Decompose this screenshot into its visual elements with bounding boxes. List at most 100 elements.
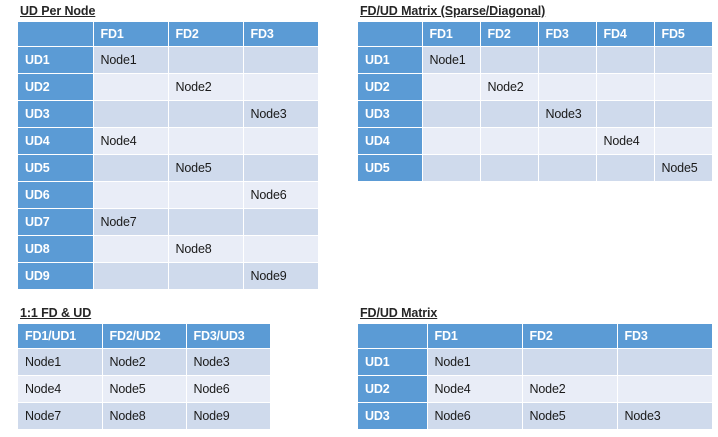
column-header: FD2/UD2 bbox=[102, 324, 187, 349]
table-cell: Node1 bbox=[422, 46, 481, 74]
row-label: UD7 bbox=[18, 208, 94, 236]
column-header: FD3/UD3 bbox=[186, 324, 270, 349]
table-cell bbox=[480, 127, 539, 155]
table-cell: Node5 bbox=[168, 154, 244, 182]
table-cell: Node4 bbox=[427, 375, 523, 403]
row-label: UD3 bbox=[358, 100, 423, 128]
table-cell bbox=[538, 127, 597, 155]
table-cell: Node9 bbox=[186, 402, 270, 429]
table-cell bbox=[617, 348, 712, 376]
table-cell: Node4 bbox=[93, 127, 169, 155]
table-cell: Node5 bbox=[522, 402, 618, 429]
table-row: UD4 Node4 bbox=[358, 127, 712, 155]
table-row: UD6 Node6 bbox=[18, 181, 318, 209]
table-cell bbox=[617, 375, 712, 403]
table-cell: Node6 bbox=[243, 181, 318, 209]
column-header: FD1 bbox=[427, 324, 523, 349]
table-cell bbox=[538, 46, 597, 74]
table-cell bbox=[93, 181, 169, 209]
row-label: UD3 bbox=[18, 100, 94, 128]
panel-title-sparse-matrix: FD/UD Matrix (Sparse/Diagonal) bbox=[360, 4, 546, 18]
table-cell: Node6 bbox=[427, 402, 523, 429]
table-cell bbox=[93, 235, 169, 263]
table-cell: Node5 bbox=[654, 154, 712, 181]
table-cell bbox=[243, 127, 318, 155]
table-corner-cell bbox=[358, 324, 428, 349]
table-cell: Node4 bbox=[18, 375, 103, 403]
table-cell bbox=[93, 73, 169, 101]
table-cell: Node3 bbox=[617, 402, 712, 429]
row-label: UD1 bbox=[358, 348, 428, 376]
panel-title-ud-per-node: UD Per Node bbox=[20, 4, 96, 18]
table-cell: Node3 bbox=[243, 100, 318, 128]
table-cell bbox=[480, 154, 539, 181]
table-cell: Node6 bbox=[186, 375, 270, 403]
row-label: UD6 bbox=[18, 181, 94, 209]
table-corner-cell bbox=[18, 22, 94, 47]
table-cell bbox=[654, 73, 712, 101]
column-header: FD3 bbox=[243, 22, 318, 47]
column-header: FD1 bbox=[422, 22, 481, 47]
table-cell: Node1 bbox=[427, 348, 523, 376]
table-cell: Node8 bbox=[102, 402, 187, 429]
table-cell bbox=[480, 100, 539, 128]
row-label: UD5 bbox=[18, 154, 94, 182]
table-cell: Node2 bbox=[480, 73, 539, 101]
table-cell bbox=[596, 73, 655, 101]
table-cell: Node4 bbox=[596, 127, 655, 155]
row-label: UD3 bbox=[358, 402, 428, 429]
table-cell bbox=[422, 73, 481, 101]
table-corner-cell bbox=[358, 22, 423, 47]
table-cell bbox=[168, 100, 244, 128]
row-label: UD9 bbox=[18, 262, 94, 289]
table-cell: Node1 bbox=[93, 46, 169, 74]
table-cell: Node5 bbox=[102, 375, 187, 403]
table-cell bbox=[596, 154, 655, 181]
table-cell bbox=[93, 262, 169, 289]
column-header: FD4 bbox=[596, 22, 655, 47]
table-cell bbox=[538, 73, 597, 101]
table-cell: Node3 bbox=[186, 348, 270, 376]
table-cell bbox=[480, 46, 539, 74]
column-header: FD1/UD1 bbox=[18, 324, 103, 349]
table-cell bbox=[654, 46, 712, 74]
column-header: FD3 bbox=[617, 324, 712, 349]
table-cell bbox=[596, 100, 655, 128]
row-label: UD5 bbox=[358, 154, 423, 181]
table-cell: Node2 bbox=[102, 348, 187, 376]
table-cell bbox=[93, 100, 169, 128]
column-header: FD5 bbox=[654, 22, 712, 47]
row-label: UD2 bbox=[358, 375, 428, 403]
table-cell bbox=[654, 100, 712, 128]
panel-title-fdud-matrix: FD/UD Matrix bbox=[360, 306, 438, 320]
table-cell bbox=[422, 127, 481, 155]
table-cell: Node7 bbox=[93, 208, 169, 236]
row-label: UD4 bbox=[18, 127, 94, 155]
row-label: UD4 bbox=[358, 127, 423, 155]
table-cell bbox=[243, 208, 318, 236]
row-label: UD1 bbox=[358, 46, 423, 74]
